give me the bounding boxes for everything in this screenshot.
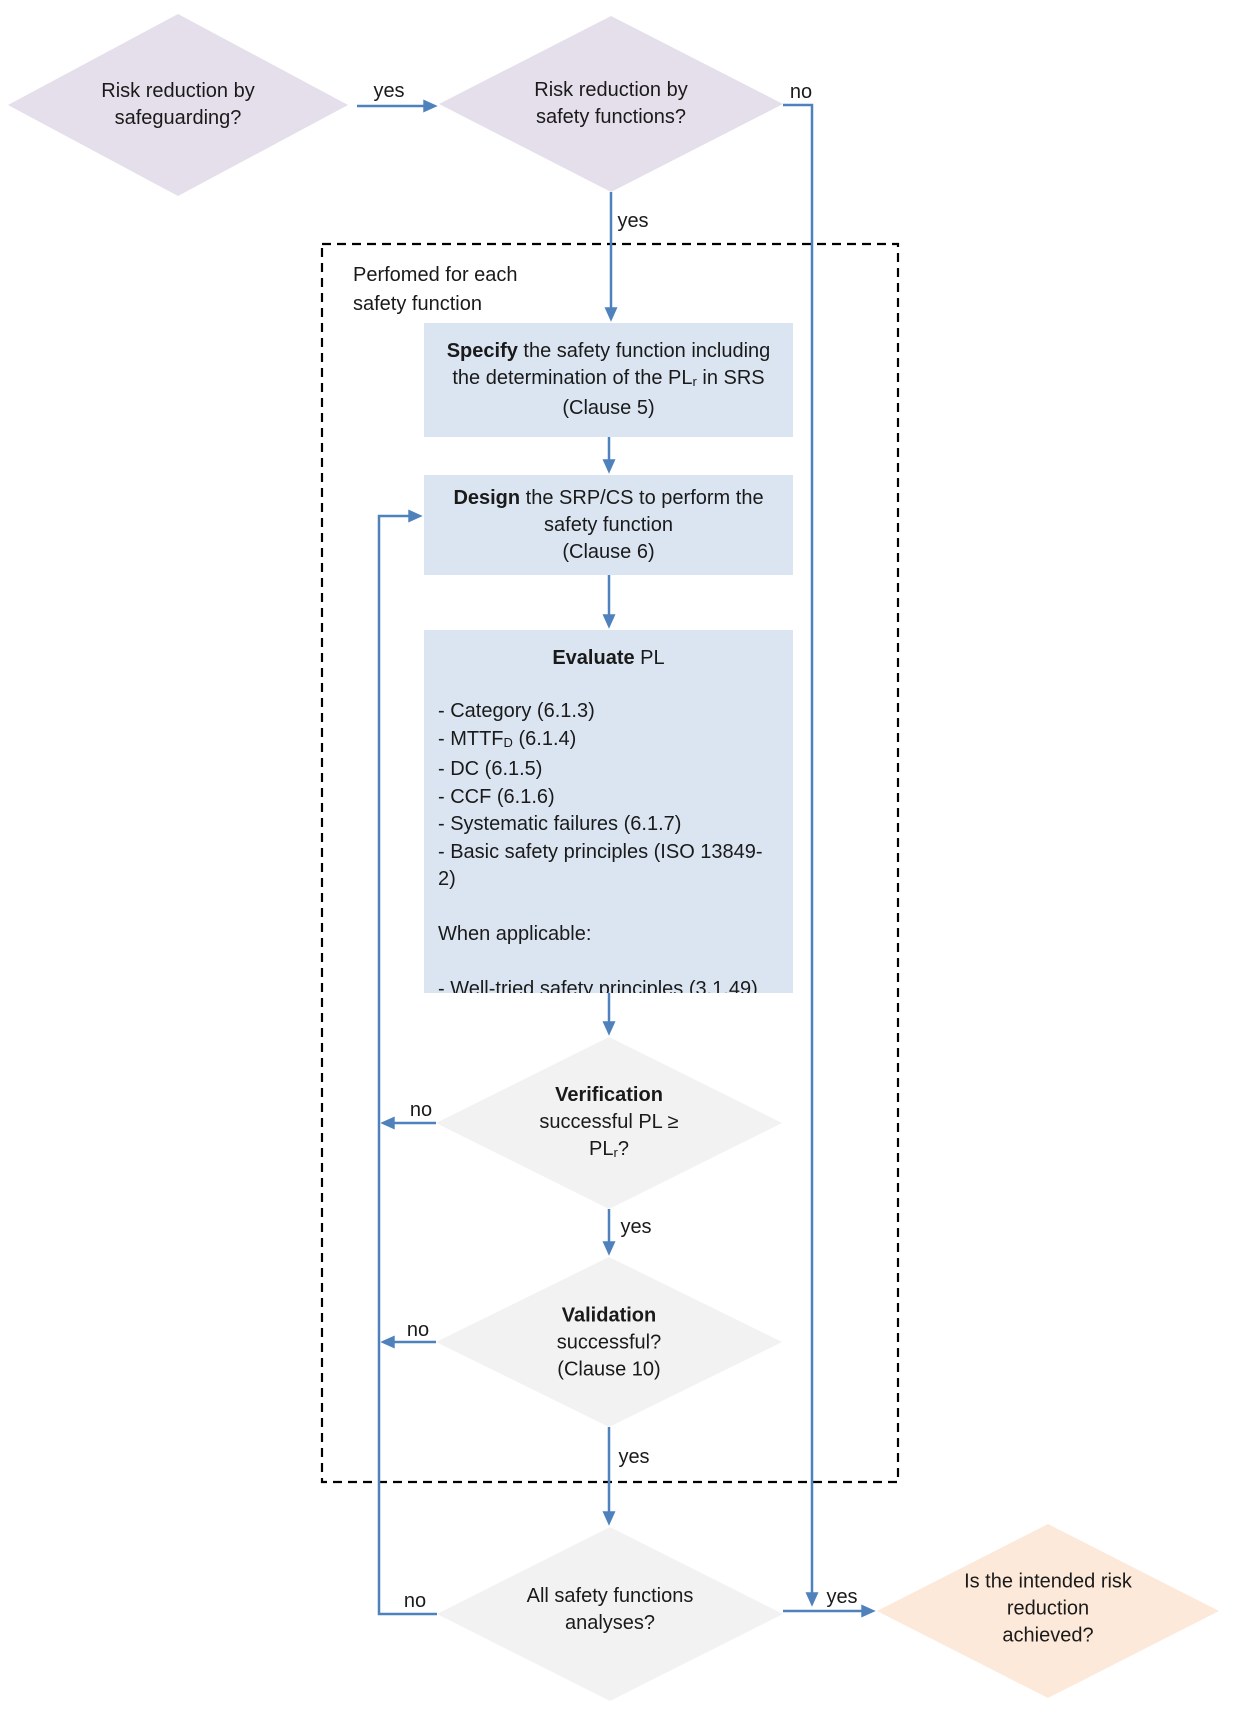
text-line: safety function <box>353 293 482 315</box>
text-line: All safety functions <box>526 1585 694 1607</box>
specify-clause-ref: (Clause 5) <box>562 397 655 419</box>
plr-subscript: r <box>692 374 697 389</box>
text-line: Perfomed for each <box>353 264 518 286</box>
diamond-validation-shape <box>436 1257 782 1427</box>
performed-group-note: Perfomed for each safety function <box>353 261 518 319</box>
text-line: reduction <box>1006 1597 1090 1620</box>
connector-group <box>357 99 876 1618</box>
specify-line2-pre: the determination of the PL <box>452 367 693 389</box>
diamond-risk-reduction-safeguarding: Risk reduction by safeguarding? <box>101 78 254 132</box>
specify-lead-text: Specify <box>446 340 518 362</box>
specify-line1-rest: the safety function including <box>517 340 771 362</box>
evaluate-lead-text: Evaluate <box>552 647 635 669</box>
edge-no-safety-functions-to-final <box>783 103 819 1607</box>
text-line: successful? <box>556 1331 662 1354</box>
label-yes-verification: yes <box>620 1216 652 1238</box>
evaluate-item-basic-principles: - Basic safety principles (ISO 13849- <box>438 840 763 863</box>
text-line: achieved? <box>1002 1624 1094 1647</box>
mttf-subscript: D <box>503 734 513 750</box>
label-no-verification: no <box>409 1099 433 1121</box>
design-clause-ref: (Clause 6) <box>562 540 655 563</box>
text-line: the determination of the PLr in SRS <box>424 365 793 395</box>
diamond-all-safety-functions: All safety functions analyses? <box>527 1583 694 1637</box>
label-yes-all-safety-functions: yes <box>826 1586 858 1608</box>
label-no-all-safety-functions: no <box>403 1590 427 1612</box>
evaluate-item-dc: - DC (6.1.5) <box>438 758 543 780</box>
mttf-pre: - MTTF <box>438 727 504 750</box>
text-line: PLr? <box>539 1136 678 1166</box>
edge-no-all-sf-loop-to-design <box>377 509 437 1616</box>
evaluate-item-basic-principles-wrap: 2) <box>438 868 456 890</box>
label-yes-validation: yes <box>618 1446 650 1468</box>
mttf-post: (6.1.4) <box>512 727 577 750</box>
diamond-validation: Validation successful? (Clause 10) <box>557 1303 662 1384</box>
diamond-risk-reduction-safety-functions-shape <box>439 16 783 192</box>
verification-line3-post: ? <box>617 1138 629 1160</box>
process-specify-box: Specify the safety function including th… <box>424 323 793 437</box>
text-line: safety function <box>544 513 673 536</box>
validation-lead-text: Validation <box>561 1304 657 1327</box>
label-no-safety-functions: no <box>789 81 813 103</box>
diamond-risk-achieved: Is the intended risk reduction achieved? <box>964 1569 1132 1650</box>
design-line1-rest: the SRP/CS to perform the <box>520 486 764 509</box>
text-line: Risk reduction by <box>534 79 688 101</box>
process-design-box: Design the SRP/CS to perform the safety … <box>424 475 793 575</box>
evaluate-title: Evaluate PL <box>432 645 785 672</box>
diamond-verification-shape <box>436 1037 782 1209</box>
specify-line2-post: in SRS <box>696 367 765 389</box>
diamond-risk-reduction-safeguarding-shape <box>8 14 348 196</box>
text-line: Risk reduction by <box>101 80 255 102</box>
verification-lead-text: Verification <box>555 1084 663 1106</box>
evaluate-item-category: - Category (6.1.3) <box>438 700 595 722</box>
diamond-risk-achieved-shape <box>877 1524 1219 1698</box>
text-line: Is the intended risk <box>964 1570 1132 1593</box>
text-line: Specify the safety function including <box>424 338 793 365</box>
label-yes-safety-functions-to-specify: yes <box>617 210 649 232</box>
evaluate-item-systematic: - Systematic failures (6.1.7) <box>438 813 682 835</box>
label-yes-safeguarding-to-safety-functions: yes <box>373 80 405 102</box>
evaluate-title-rest: PL <box>634 647 665 669</box>
text-line: Design the SRP/CS to perform the <box>424 485 793 512</box>
process-evaluate-box: Evaluate PL - Category (6.1.3) - MTTFD (… <box>424 630 793 993</box>
evaluate-item-well-tried: - Well-tried safety principles (3.1.49) <box>438 978 758 993</box>
validation-clause-ref: (Clause 10) <box>557 1358 661 1381</box>
spacer <box>424 894 793 922</box>
design-lead-text: Design <box>453 486 521 509</box>
text-line: safeguarding? <box>114 107 242 129</box>
text-line: analyses? <box>564 1612 656 1634</box>
plr-subscript: r <box>613 1145 618 1160</box>
label-no-validation: no <box>406 1319 430 1341</box>
verification-line3-pre: PL <box>589 1138 614 1160</box>
spacer <box>424 949 793 977</box>
diamond-risk-reduction-safety-functions: Risk reduction by safety functions? <box>534 77 687 131</box>
diamond-verification: Verification successful PL ≥ PLr? <box>539 1082 678 1166</box>
diamond-all-safety-functions-shape <box>437 1527 783 1701</box>
text-line: successful PL ≥ <box>539 1111 679 1133</box>
text-line: safety functions? <box>535 106 687 128</box>
evaluate-item-mttfd: - MTTFD (6.1.4) <box>424 726 793 757</box>
evaluate-item-ccf: - CCF (6.1.6) <box>438 785 555 808</box>
evaluate-when-applicable: When applicable: <box>438 923 592 945</box>
